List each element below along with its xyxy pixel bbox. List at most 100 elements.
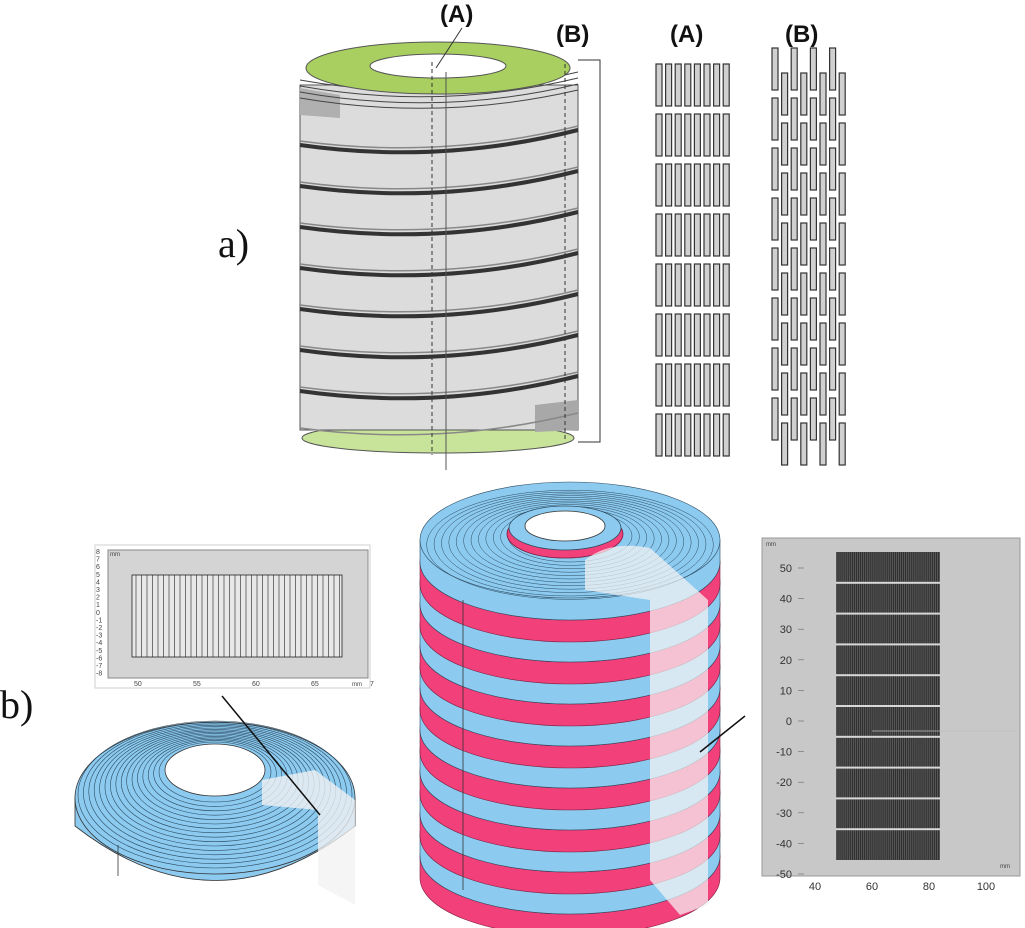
strip-a <box>703 313 711 357</box>
strip-b <box>790 97 798 141</box>
strip-b <box>790 247 798 291</box>
strip-a <box>684 263 692 307</box>
strip-a <box>712 313 721 357</box>
strip-b <box>809 297 818 341</box>
strip-a <box>655 313 663 357</box>
large-plot-y-tick: -10 <box>776 747 792 759</box>
strip-a <box>722 413 730 457</box>
strip-b <box>809 197 818 241</box>
strip-b <box>819 172 827 216</box>
strip-a <box>684 363 692 407</box>
cylinder-shadow-bottom <box>535 400 578 432</box>
strip-a <box>693 63 702 107</box>
strip-b <box>828 197 837 241</box>
strip-a <box>664 263 673 307</box>
section-b-label: (B) <box>556 21 589 48</box>
strip-a <box>712 63 721 107</box>
strip-a <box>684 413 692 457</box>
strip-a <box>655 263 663 307</box>
strip-b <box>819 322 827 366</box>
strip-a <box>664 363 673 407</box>
small-plot-y-tick: 5 <box>96 572 100 579</box>
small-plot-unit-y: mm <box>110 552 120 558</box>
large-plot-y-tick: 30 <box>780 624 792 636</box>
strip-b <box>771 247 779 291</box>
small-plot-x-tick: 50 <box>134 681 142 688</box>
strip-a <box>712 213 721 257</box>
spiral-windings <box>299 128 579 401</box>
large-plot-y-tick: -30 <box>776 808 792 820</box>
strip-b <box>800 372 808 416</box>
small-plot-leader <box>221 695 321 816</box>
strip-a <box>712 363 721 407</box>
strip-b <box>819 422 827 466</box>
strip-b <box>780 272 789 316</box>
strip-b <box>838 422 846 466</box>
strip-b <box>771 297 779 341</box>
strip-b <box>790 397 798 441</box>
strip-b <box>819 122 827 166</box>
panel-b-label: b) <box>0 682 33 727</box>
detail-a-label: (A) <box>670 21 703 48</box>
strip-b <box>819 222 827 266</box>
strip-a <box>655 163 663 207</box>
small-plot-x-tick: 65 <box>311 681 319 688</box>
strip-a <box>693 213 702 257</box>
strip-b <box>838 272 846 316</box>
strip-a <box>684 63 692 107</box>
strip-b <box>838 122 846 166</box>
strip-b <box>838 322 846 366</box>
small-plot-y-tick: -5 <box>96 648 102 655</box>
wound-cylinder <box>299 27 601 470</box>
small-plot-unit-x: mm <box>352 682 362 688</box>
detail-b-label: (B) <box>785 21 818 48</box>
cylinder-shadow-top <box>300 88 340 118</box>
cross-section-a <box>655 63 730 457</box>
small-plot-y-tick: 1 <box>96 602 100 609</box>
small-plot-y-tick: -1 <box>96 617 102 624</box>
large-plot-y-tick: -50 <box>776 869 792 881</box>
large-plot-leader <box>699 715 746 753</box>
strip-a <box>703 363 711 407</box>
strip-b <box>780 422 789 466</box>
strip-a <box>703 63 711 107</box>
cylinder-hole <box>369 53 507 79</box>
strip-b <box>771 197 779 241</box>
large-plot-unit-x: mm <box>1000 864 1010 870</box>
small-plot-y-tick: -7 <box>96 663 102 670</box>
strip-a <box>693 163 702 207</box>
strip-a <box>722 63 730 107</box>
strip-b <box>828 347 837 391</box>
small-plot-x-tick: 7 <box>370 681 374 688</box>
stacked-pancake-coils <box>419 481 721 928</box>
strip-a <box>655 113 663 157</box>
strip-a <box>655 63 663 107</box>
strip-b <box>790 197 798 241</box>
strip-a <box>703 113 711 157</box>
strip-a <box>712 113 721 157</box>
large-plot-y-tick: 50 <box>780 563 792 575</box>
strip-a <box>674 313 682 357</box>
strip-b <box>800 422 808 466</box>
strip-b <box>819 272 827 316</box>
strip-b <box>780 122 789 166</box>
strip-a <box>693 413 702 457</box>
strip-b <box>800 272 808 316</box>
small-plot-y-tick: 7 <box>96 557 100 564</box>
strip-a <box>684 113 692 157</box>
large-plot-x-tick: 80 <box>923 881 935 893</box>
small-plot-y-tick: 0 <box>96 610 100 617</box>
strip-a <box>664 63 673 107</box>
large-plot-y-tick: 0 <box>786 716 792 728</box>
strip-b <box>809 97 818 141</box>
cylinder-body <box>299 84 579 431</box>
strip-a <box>684 313 692 357</box>
large-plot-y-tick: 40 <box>780 594 792 606</box>
small-plot-y-tick: -4 <box>96 640 102 647</box>
strip-a <box>722 163 730 207</box>
strip-b <box>838 222 846 266</box>
strip-a <box>693 263 702 307</box>
panel-a-label: a) <box>218 221 249 266</box>
strip-b <box>780 172 789 216</box>
